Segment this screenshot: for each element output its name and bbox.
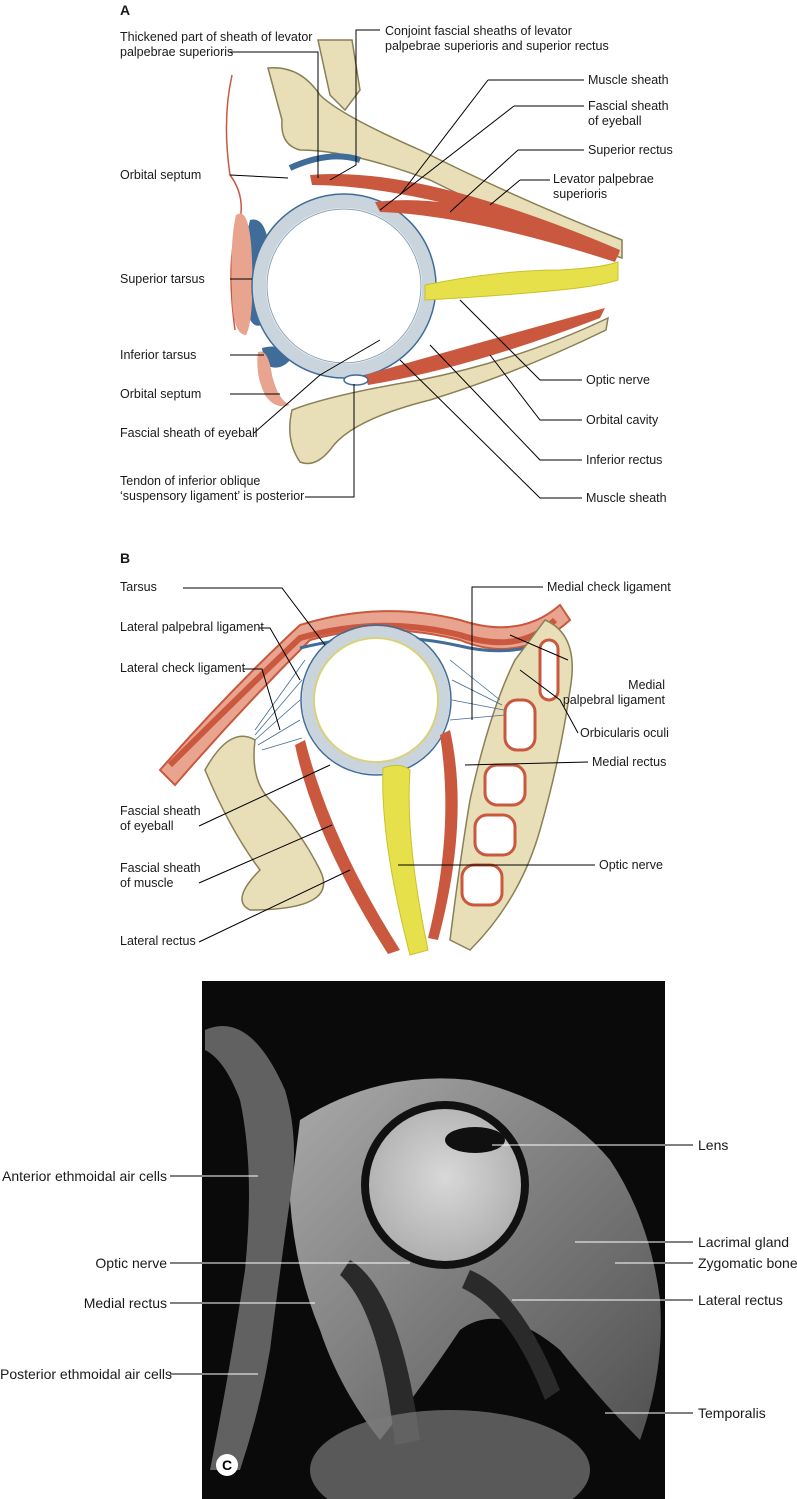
label-fascial-sheath-eyeball-top: Fascial sheath of eyeball: [588, 99, 669, 128]
label-temporalis: Temporalis: [698, 1405, 766, 1421]
label-fascial-sheath-eyeball-b: Fascial sheath of eyeball: [120, 804, 201, 833]
lateral-orbital-bone: [204, 735, 325, 911]
label-medial-check-ligament: Medial check ligament: [547, 580, 671, 594]
label-muscle-sheath-bottom: Muscle sheath: [586, 491, 667, 505]
eyeball-b: [302, 626, 450, 774]
label-optic-nerve-c: Optic nerve: [95, 1255, 167, 1271]
medial-rectus-shape: [428, 730, 458, 940]
inferior-rectus-shape: [365, 308, 605, 385]
label-lacrimal-gland: Lacrimal gland: [698, 1234, 790, 1250]
label-inferior-tarsus: Inferior tarsus: [120, 348, 197, 362]
label-conjoint-sheaths: Conjoint fascial sheaths of levator palp…: [385, 24, 609, 53]
label-muscle-sheath-top: Muscle sheath: [588, 73, 669, 87]
panel-b-illustration: [158, 586, 595, 956]
panel-a: A Thickened part of sheath of levator pa…: [0, 0, 797, 540]
superior-rectus-shape: [375, 200, 618, 262]
face-skin-outline: [225, 74, 242, 331]
levator-shape: [310, 173, 620, 256]
label-lateral-palpebral-ligament: Lateral palpebral ligament: [120, 620, 264, 634]
label-anterior-ethmoidal: Anterior ethmoidal air cells: [2, 1168, 167, 1184]
inferior-oblique-tendon: [343, 374, 369, 386]
label-zygomatic-bone: Zygomatic bone: [698, 1255, 797, 1271]
panel-a-illustration: [225, 29, 623, 499]
label-optic-nerve-a: Optic nerve: [586, 373, 650, 387]
label-levator: Levator palpebrae superioris: [553, 172, 654, 201]
label-medial-rectus-b: Medial rectus: [592, 755, 667, 769]
label-tendon-inferior-oblique: Tendon of inferior oblique ‘suspensory l…: [120, 474, 305, 503]
lateral-rectus-shape: [295, 740, 400, 954]
panel-c: Lens Anterior ethmoidal air cells Lacrim…: [0, 970, 797, 1499]
label-thickened-sheath: Thickened part of sheath of levator palp…: [120, 30, 313, 59]
label-posterior-ethmoidal: Posterior ethmoidal air cells: [0, 1366, 172, 1382]
panel-b: B Tarsus Lateral palpebral ligament Late…: [0, 540, 797, 970]
panel-a-letter: A: [120, 2, 131, 18]
label-fascial-sheath-eyeball-bottom: Fascial sheath of eyeball: [120, 426, 258, 440]
mri-lens: [445, 1127, 505, 1153]
ethmoid-cell: [473, 813, 517, 857]
label-superior-rectus: Superior rectus: [588, 143, 673, 157]
label-orbital-septum-bottom: Orbital septum: [120, 387, 202, 401]
label-orbicularis-oculi: Orbicularis oculi: [580, 726, 669, 740]
label-lens: Lens: [698, 1137, 729, 1153]
label-lateral-rectus-c: Lateral rectus: [698, 1292, 783, 1308]
label-superior-tarsus: Superior tarsus: [120, 272, 205, 286]
ethmoid-cell: [503, 698, 537, 752]
ethmoid-cell: [460, 863, 504, 907]
label-medial-palpebral-ligament: Medial palpebral ligament: [562, 678, 665, 707]
panel-c-letter: C: [216, 1454, 238, 1476]
label-optic-nerve-b: Optic nerve: [599, 858, 663, 872]
label-tarsus: Tarsus: [120, 580, 157, 594]
ethmoid-cell: [538, 638, 560, 702]
mri-image: [170, 981, 693, 1499]
eyeball-outline: [252, 194, 436, 378]
label-orbital-cavity: Orbital cavity: [586, 413, 659, 427]
label-inferior-rectus: Inferior rectus: [586, 453, 663, 467]
label-medial-rectus-c: Medial rectus: [83, 1295, 167, 1311]
ethmoid-cell: [483, 763, 527, 807]
label-lateral-check-ligament: Lateral check ligament: [120, 661, 246, 675]
optic-nerve-shape: [424, 261, 619, 301]
label-orbital-septum-top: Orbital septum: [120, 168, 202, 182]
label-fascial-sheath-muscle: Fascial sheath of muscle: [120, 861, 201, 890]
panel-b-letter: B: [120, 550, 131, 566]
label-lateral-rectus-b: Lateral rectus: [120, 934, 196, 948]
optic-nerve-b: [382, 764, 429, 956]
